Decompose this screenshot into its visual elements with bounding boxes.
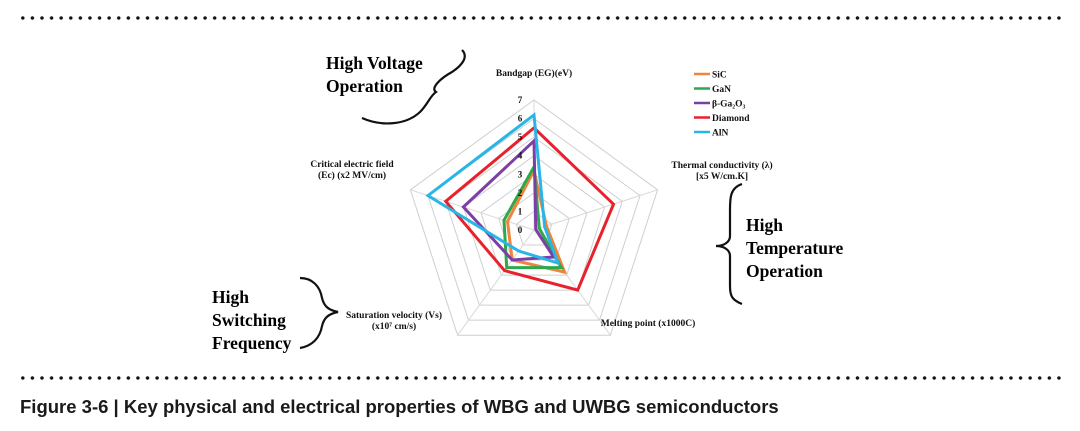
tick-label: 5 (518, 132, 523, 142)
series-line (502, 161, 564, 270)
legend-label: GaN (712, 85, 731, 95)
callout-line: Switching (212, 310, 286, 330)
temperature-brace-icon (715, 182, 743, 306)
high-voltage-callout: High Voltage Operation (326, 52, 423, 98)
callout-line: High (746, 215, 783, 235)
radar-axis-labels: Bandgap (EG)(eV) Thermal conductivity (λ)… (310, 68, 772, 332)
radar-chart: 0 1 2 3 4 5 6 7 Bandgap (EG)(eV) Thermal conduct… (299, 49, 773, 350)
callout-line: High Voltage (326, 53, 423, 73)
tick-label: 2 (518, 188, 523, 198)
axis-label: (x10⁷ cm/s) (372, 321, 416, 332)
figure-caption: Figure 3-6 | Key physical and electrical… (20, 396, 779, 417)
axis-label: Critical electric field (310, 160, 394, 170)
legend-label: Diamond (712, 114, 750, 124)
grid-ring (480, 173, 588, 276)
series-line (443, 125, 616, 292)
grid-ring (498, 192, 570, 261)
axis-label: Melting point (x1000C) (601, 318, 695, 329)
radar-series (425, 112, 616, 292)
tick-label: 4 (518, 151, 523, 161)
high-temperature-callout: High Temperature Operation (746, 214, 843, 283)
grid-spoke (533, 189, 658, 231)
legend-label: β-Ga₂O₃ (712, 100, 746, 110)
legend-label: AlN (712, 129, 729, 139)
grid-ring (409, 99, 659, 336)
callout-line: Temperature (746, 238, 844, 258)
axis-label: (Ec) (x2 MV/cm) (318, 170, 386, 181)
switching-brace-icon (299, 276, 339, 350)
series-line (425, 112, 561, 266)
tick-label: 6 (518, 114, 523, 124)
callout-line: Operation (746, 261, 823, 281)
tick-label: 7 (518, 95, 523, 105)
series-line (461, 137, 557, 262)
tick-label: 1 (518, 206, 523, 216)
grid-ring (515, 210, 553, 246)
tick-label: 3 (518, 169, 523, 179)
callout-line: Operation (326, 76, 403, 96)
grid-spoke (457, 229, 535, 336)
axis-label: Thermal conductivity (λ) (671, 160, 772, 171)
tick-label: 0 (518, 225, 523, 235)
radar-tick-labels: 0 1 2 3 4 5 6 7 (518, 95, 523, 235)
top-dotted-divider (18, 16, 1066, 20)
axis-label: Saturation velocity (Vs) (346, 310, 442, 321)
voltage-brace-icon (361, 49, 466, 125)
axis-label: Bandgap (EG)(eV) (496, 68, 572, 79)
bottom-dotted-divider (18, 376, 1066, 380)
grid-ring (462, 155, 606, 291)
callout-braces (299, 49, 743, 350)
callout-line: High (212, 287, 249, 307)
callout-line: Frequency (212, 333, 292, 353)
radar-grid (409, 99, 659, 336)
legend-label: SiC (712, 71, 727, 81)
axis-label: [x5 W/cm.K] (696, 172, 748, 182)
high-switching-callout: High Switching Frequency (212, 286, 291, 355)
